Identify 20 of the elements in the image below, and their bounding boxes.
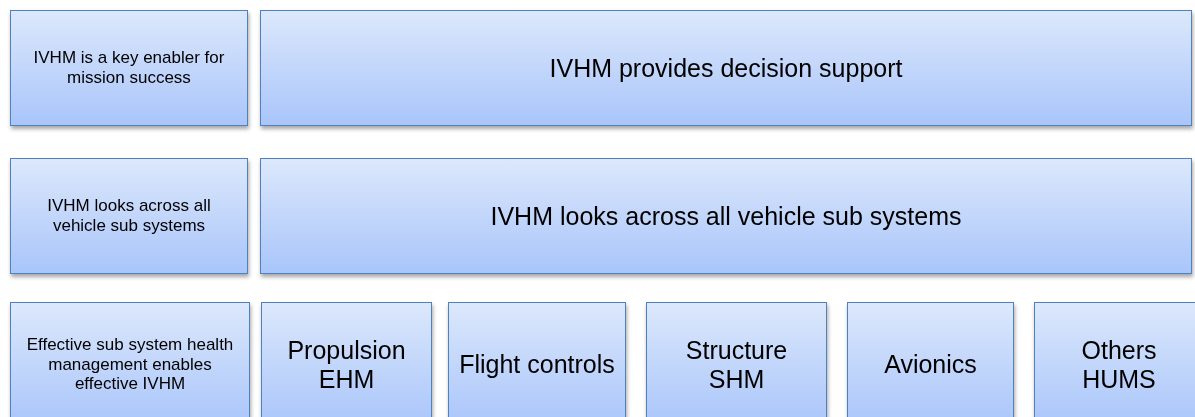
box-text: Avionics [884, 350, 977, 379]
subsystem-box [261, 302, 432, 417]
box-text: Structure SHM [684, 335, 789, 394]
statement-box [10, 10, 248, 126]
subsystem-box [847, 302, 1014, 417]
box-text: Propulsion EHM [286, 335, 407, 394]
box-text: Flight controls [459, 350, 615, 379]
statement-banner [260, 158, 1192, 274]
box-text: IVHM looks across all vehicle sub systems [46, 196, 212, 236]
statement-box [10, 158, 248, 274]
subsystem-box [1034, 302, 1195, 417]
box-text: Others HUMS [1080, 335, 1158, 394]
box-text: IVHM provides decision support [549, 53, 903, 83]
subsystem-box [646, 302, 827, 417]
subsystem-box [448, 302, 626, 417]
box-text: Effective sub system health management enables effective IVHM [25, 335, 235, 394]
box-text: IVHM is a key enabler for mission success [32, 48, 226, 88]
box-text: IVHM looks across all vehicle sub systems [490, 201, 962, 231]
statement-banner [260, 10, 1192, 126]
statement-box [10, 302, 250, 417]
